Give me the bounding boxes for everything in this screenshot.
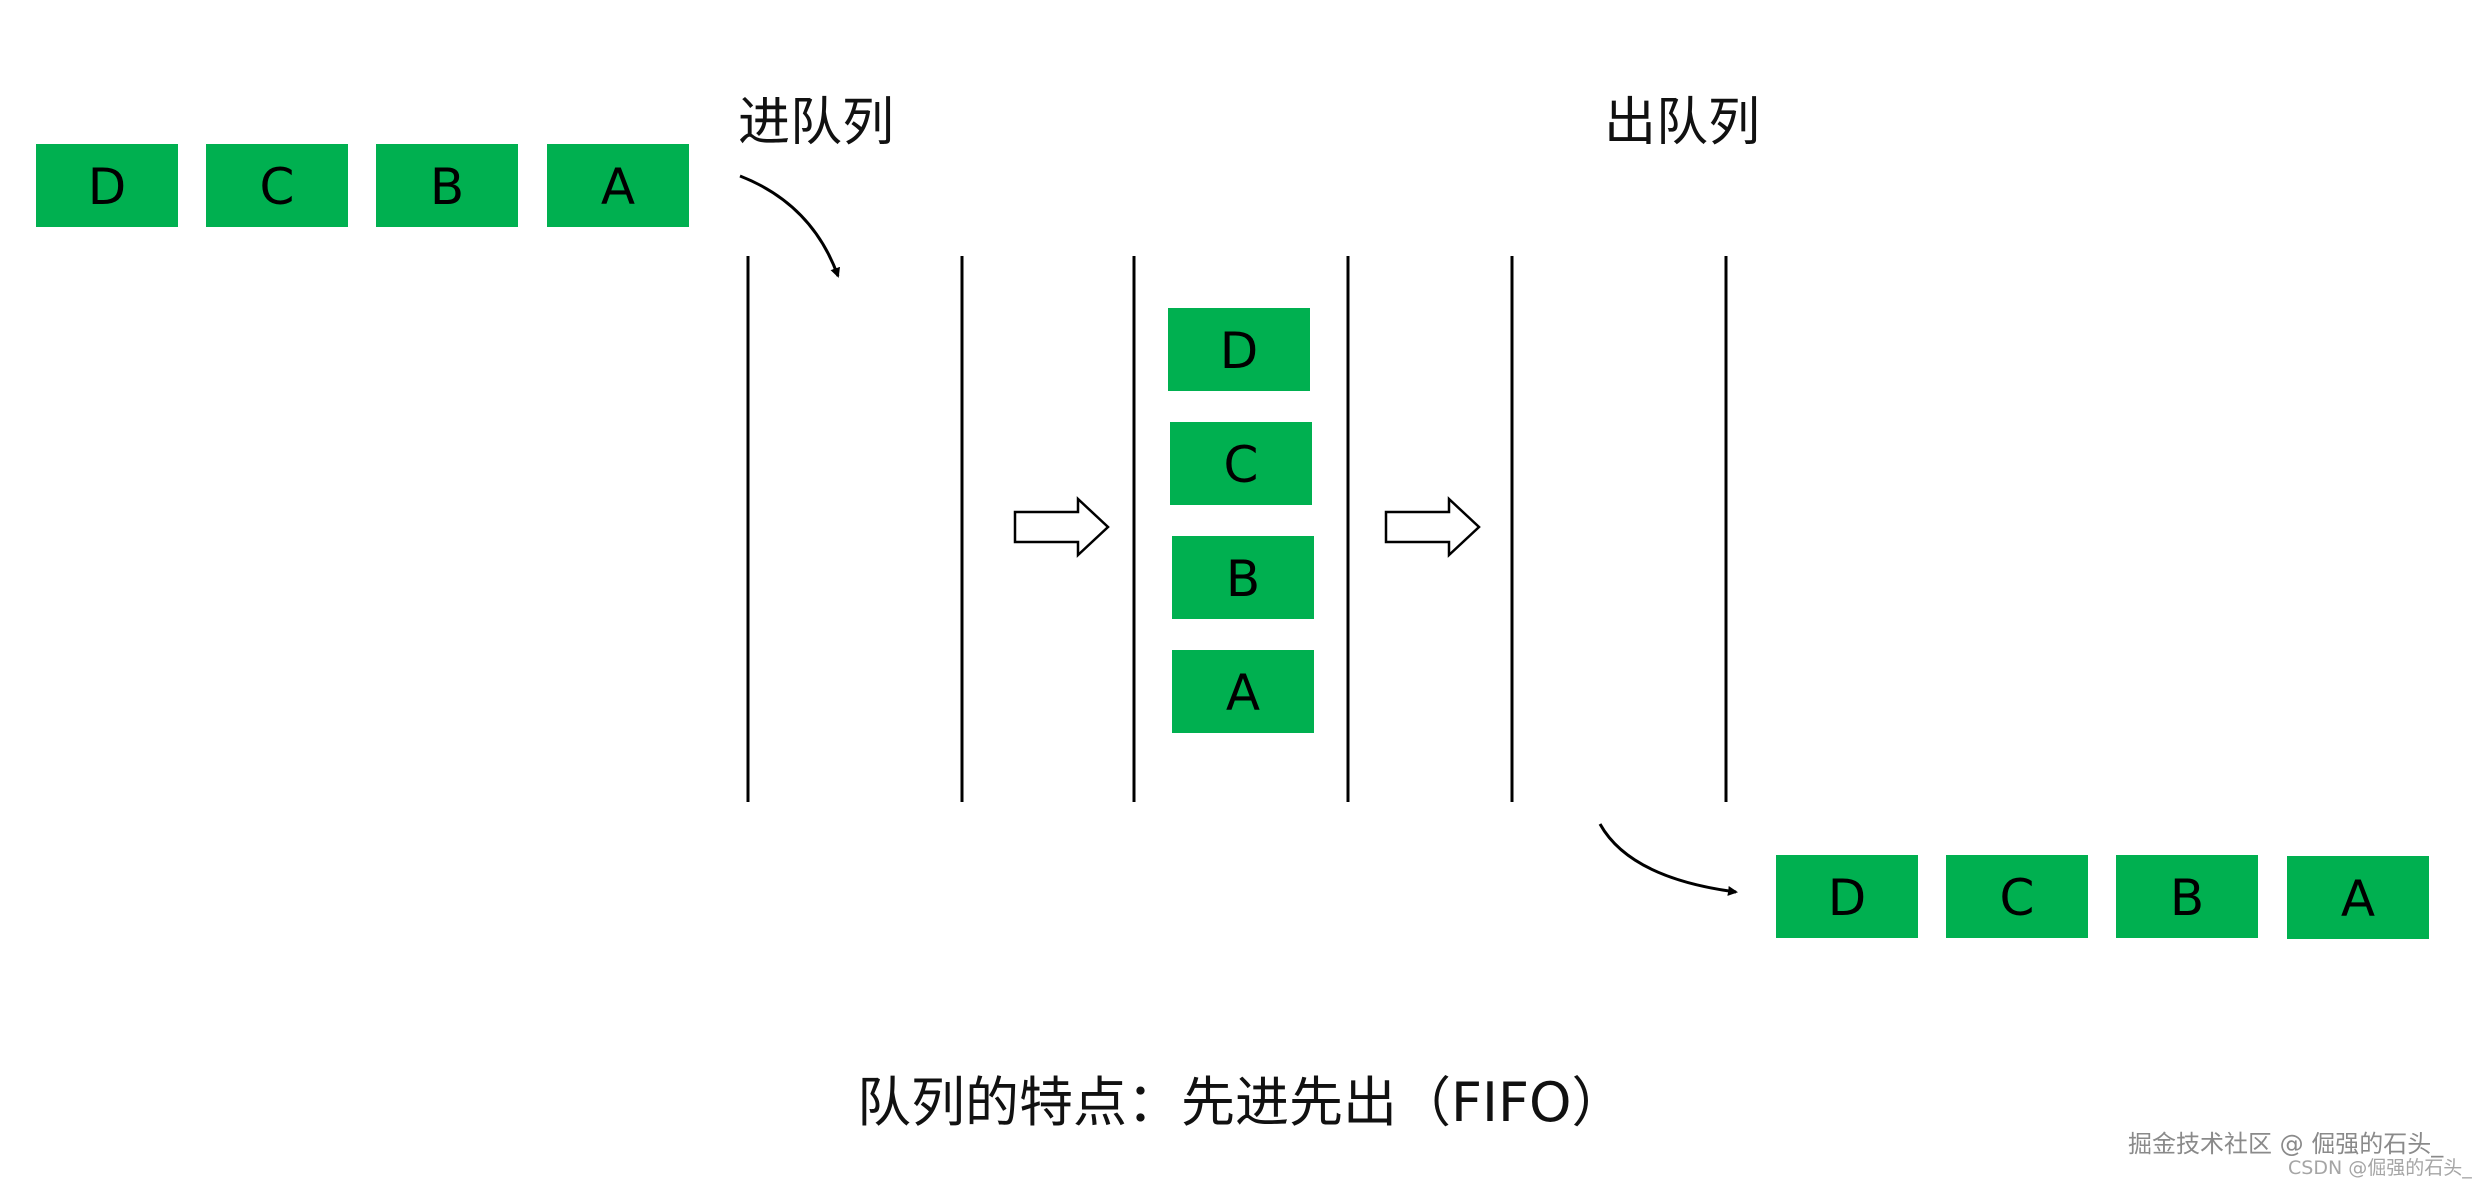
enqueue-label: 进队列 bbox=[738, 93, 895, 153]
input-item: B bbox=[376, 144, 518, 227]
output-item: B bbox=[2116, 855, 2258, 938]
queue-item: D bbox=[1168, 308, 1310, 391]
enqueue-arrow bbox=[739, 174, 840, 278]
output-item-label: C bbox=[2000, 869, 2035, 927]
queue-filled: D C B A bbox=[1132, 256, 1350, 802]
input-item-label: A bbox=[601, 158, 635, 216]
output-item-label: D bbox=[1828, 869, 1867, 927]
input-item-label: D bbox=[88, 158, 127, 216]
output-item-label: B bbox=[2170, 869, 2204, 927]
queue-item: A bbox=[1172, 650, 1314, 733]
dequeue-arrow bbox=[1598, 823, 1738, 896]
input-item: C bbox=[206, 144, 348, 227]
output-item: A bbox=[2287, 856, 2429, 939]
queue-item-label: B bbox=[1226, 550, 1260, 608]
input-item-label: B bbox=[430, 158, 464, 216]
watermark-csdn: CSDN @倔强的石头_ bbox=[2288, 1157, 2472, 1179]
input-item: A bbox=[547, 144, 689, 227]
queue-item-label: A bbox=[1226, 664, 1260, 722]
output-item: D bbox=[1776, 855, 1918, 938]
queue-item-label: D bbox=[1220, 322, 1259, 380]
transition-arrow-icon bbox=[1384, 496, 1481, 558]
queue-item: B bbox=[1172, 536, 1314, 619]
diagram-caption: 队列的特点：先进先出（FIFO） bbox=[857, 1071, 1626, 1134]
input-item-label: C bbox=[260, 158, 295, 216]
queue-item-label: C bbox=[1224, 436, 1259, 494]
transition-arrow-icon bbox=[1013, 496, 1110, 558]
output-item-label: A bbox=[2341, 870, 2375, 928]
input-item: D bbox=[36, 144, 178, 227]
output-item: C bbox=[1946, 855, 2088, 938]
queue-empty-before bbox=[746, 256, 964, 802]
input-items-row: D C B A bbox=[36, 144, 689, 227]
queue-empty-after bbox=[1510, 256, 1728, 802]
dequeue-label: 出队列 bbox=[1604, 93, 1761, 153]
queue-item: C bbox=[1170, 422, 1312, 505]
watermark-juejin: 掘金技术社区 @ 倔强的石头_ bbox=[2128, 1130, 2444, 1158]
output-items-row: D C B A bbox=[1776, 855, 2429, 939]
